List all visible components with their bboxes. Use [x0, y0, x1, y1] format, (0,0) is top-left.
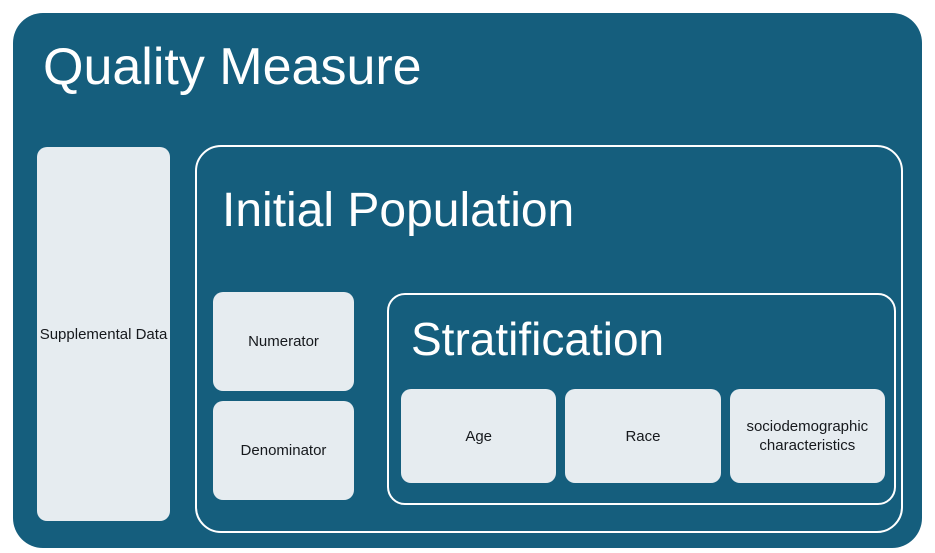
numerator-label: Numerator: [248, 333, 319, 350]
supplemental-data-label: Supplemental Data: [39, 325, 168, 343]
stratification-items-row: Age Race sociodemographic characteristic…: [401, 389, 885, 483]
numerator-denominator-column: Numerator Denominator: [213, 292, 354, 504]
stratification-item-race-label: Race: [625, 427, 661, 445]
supplemental-data-box: Supplemental Data: [37, 147, 170, 521]
quality-measure-card: Quality Measure Supplemental Data Initia…: [13, 13, 922, 548]
initial-population-container: Initial Population Numerator Denominator…: [195, 145, 903, 533]
denominator-label: Denominator: [240, 442, 327, 459]
stratification-item-sociodemographic-label: sociodemographic characteristics: [746, 418, 869, 454]
stratification-item-sociodemographic: sociodemographic characteristics: [729, 389, 885, 483]
initial-population-title: Initial Population: [222, 184, 575, 237]
numerator-box: Numerator: [213, 292, 354, 391]
stratification-container: Stratification Age Race sociodemographic…: [387, 293, 896, 505]
stratification-item-race: Race: [565, 389, 721, 483]
stratification-item-age: Age: [401, 389, 557, 483]
denominator-box: Denominator: [213, 401, 354, 500]
quality-measure-title: Quality Measure: [43, 38, 422, 96]
stratification-title: Stratification: [411, 313, 665, 365]
stratification-item-age-label: Age: [465, 427, 493, 445]
